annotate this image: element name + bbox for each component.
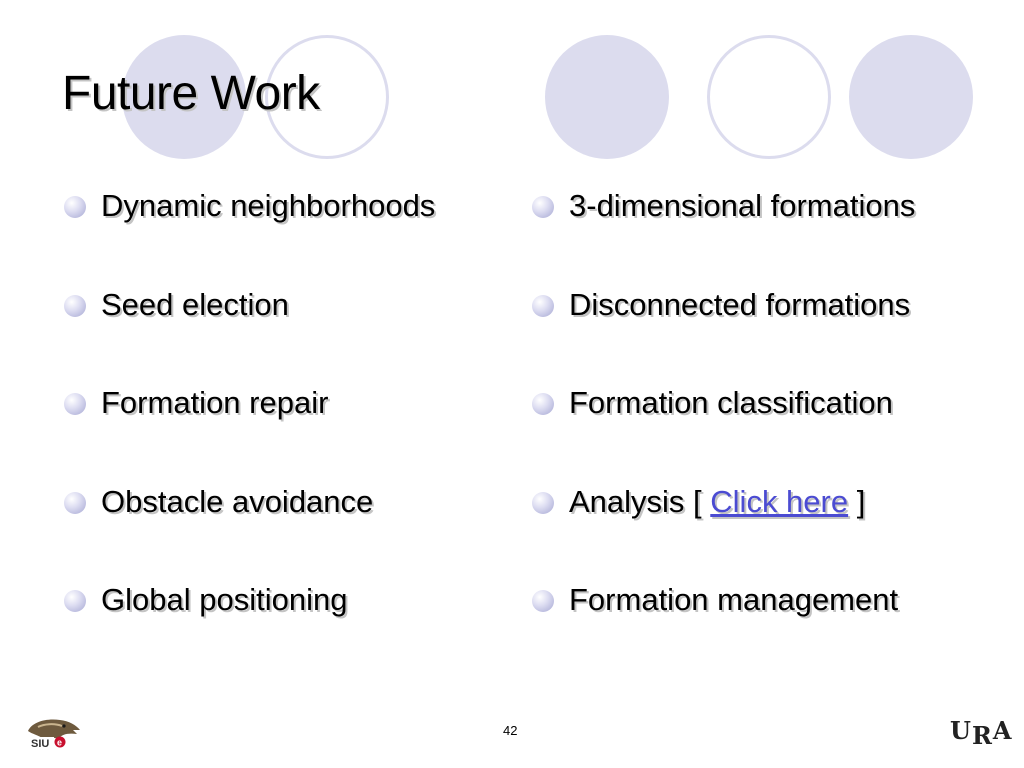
bullet-icon (532, 196, 554, 218)
left-bullet-list: Dynamic neighborhoods Seed election Form… (64, 186, 435, 679)
list-item: Obstacle avoidance (64, 482, 435, 581)
slide-title: Future Work (62, 67, 320, 120)
bullet-icon (64, 491, 86, 514)
bullet-icon (532, 491, 554, 514)
click-here-link[interactable]: Click here (710, 483, 849, 519)
decorative-circle (849, 35, 973, 159)
bullet-icon (532, 590, 554, 612)
ura-letter: R (971, 721, 993, 750)
list-item-text: Dynamic neighborhoods (101, 188, 436, 223)
ura-letter: U (950, 716, 972, 745)
bullet-icon (532, 294, 554, 317)
bullet-icon (64, 294, 86, 317)
list-item: Seed election (64, 285, 435, 384)
list-item-text: Obstacle avoidance (101, 483, 374, 519)
page-number: 42 (503, 723, 518, 738)
list-item: Formation management (532, 580, 915, 679)
list-item-text: Disconnected formations (569, 286, 911, 322)
svg-text:SIU: SIU (31, 738, 49, 749)
list-item-analysis: Analysis [ Click here ] (532, 482, 915, 581)
list-item: 3-dimensional formations (532, 186, 915, 285)
list-item-text: Seed election (101, 286, 289, 322)
list-item: Disconnected formations (532, 285, 915, 384)
list-item-text: Formation classification (569, 385, 893, 420)
list-item-text: 3-dimensional formations (569, 188, 916, 223)
bullet-icon (64, 393, 86, 415)
bullet-icon (64, 590, 86, 612)
list-item: Formation classification (532, 383, 915, 482)
bullet-icon (64, 196, 86, 218)
right-bullet-list: 3-dimensional formations Disconnected fo… (532, 186, 915, 679)
ura-logo: URA (950, 716, 1013, 750)
decorative-circle (545, 35, 669, 159)
list-item: Formation repair (64, 383, 435, 482)
list-item-text: Formation management (569, 582, 899, 617)
siue-logo: SIU e (28, 719, 80, 749)
ura-letter: A (992, 716, 1013, 745)
list-item-text: Global positioning (101, 582, 348, 617)
list-item: Dynamic neighborhoods (64, 186, 435, 285)
decorative-ring (265, 35, 389, 159)
analysis-prefix: Analysis [ (569, 483, 711, 519)
list-item: Global positioning (64, 580, 435, 679)
svg-text:e: e (57, 738, 62, 748)
decorative-ring (707, 35, 831, 159)
analysis-suffix: ] (848, 483, 866, 519)
bullet-icon (532, 393, 554, 415)
list-item-text: Formation repair (101, 385, 329, 420)
decorative-circle (122, 35, 246, 159)
